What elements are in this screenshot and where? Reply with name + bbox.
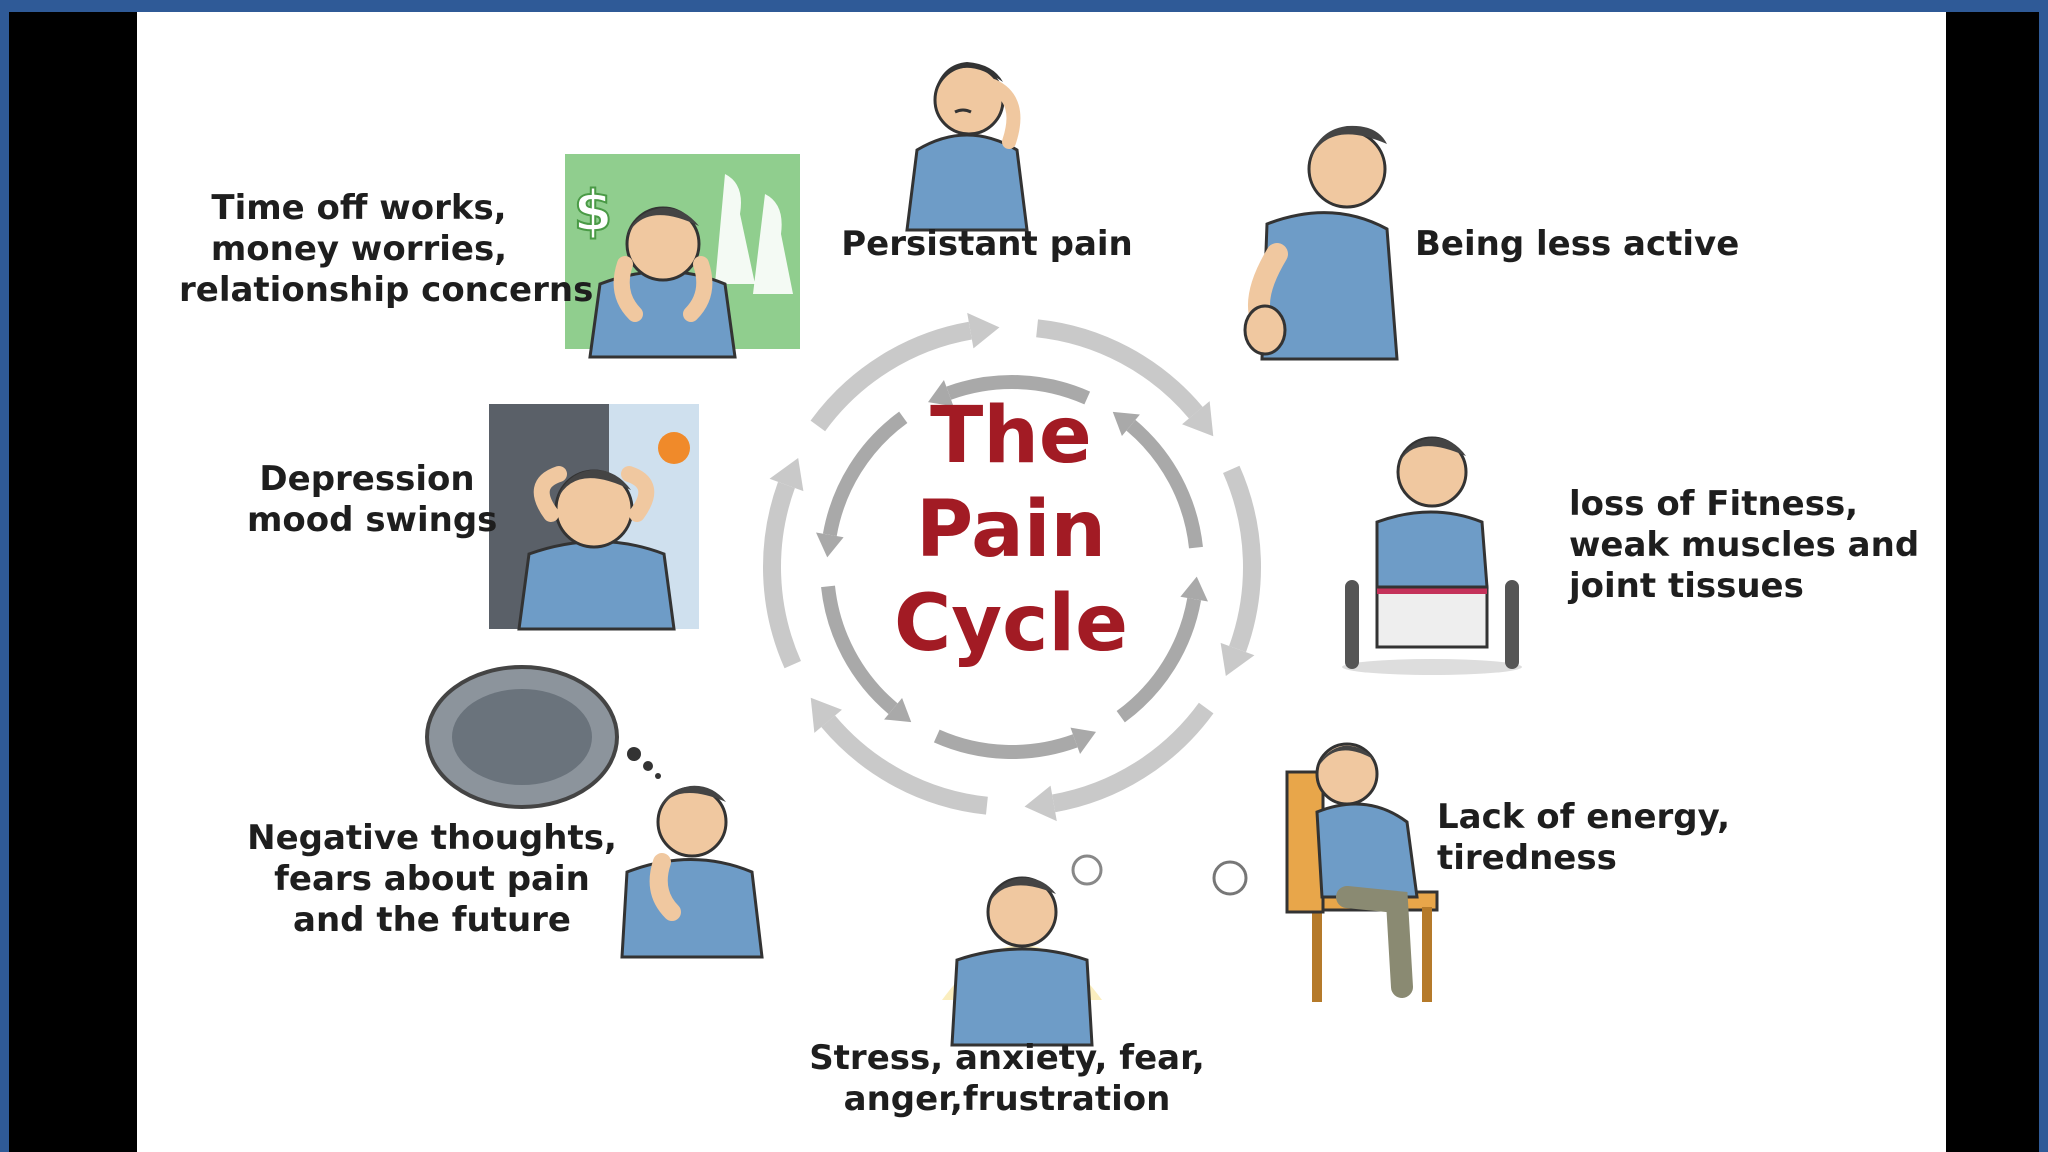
stage-stress: Stress, anxiety, fear, anger,frustration [797, 1038, 1217, 1120]
stage-label-line: Depression [247, 459, 487, 500]
stage-label-line: anger,frustration [797, 1079, 1217, 1120]
stage-label-line: money worries, [179, 229, 539, 270]
title-line: Pain [881, 483, 1141, 577]
outer-arrow [1054, 708, 1206, 803]
stage-label-line: mood swings [247, 500, 487, 541]
outer-arrow-head [1025, 786, 1057, 821]
stage-label-line: Persistant pain [837, 224, 1137, 265]
slide: $ The Pain Cycle Persistant pain Being l… [137, 12, 1946, 1152]
outer-arrow-head [967, 313, 999, 348]
pain-cycle-title: The Pain Cycle [881, 389, 1141, 671]
stage-label-line: Lack of energy, [1437, 797, 1730, 838]
stage-lack-of-energy: Lack of energy, tiredness [1437, 797, 1730, 879]
stage-label-line: Negative thoughts, [242, 818, 622, 859]
stage-label-line: Time off works, [179, 188, 539, 229]
svg-text:$: $ [574, 179, 613, 244]
stage-being-less-active: Being less active [1415, 224, 1739, 265]
stage-label-line: tiredness [1437, 838, 1730, 879]
depression-illustration [489, 404, 699, 629]
stage-depression: Depression mood swings [247, 459, 487, 541]
stage-negative-thoughts: Negative thoughts, fears about pain and … [242, 818, 622, 941]
stage-label-line: loss of Fitness, [1569, 484, 1919, 525]
dollar-sign-icon: $ [565, 176, 621, 242]
loss-of-fitness-illustration [1332, 412, 1532, 677]
outer-arrow [772, 485, 793, 665]
thought-bubble-icon [1210, 858, 1250, 898]
stress-illustration [922, 850, 1122, 1045]
inner-arrow-head [816, 532, 844, 557]
inner-arrow [937, 736, 1076, 752]
title-line: Cycle [881, 577, 1141, 671]
title-line: The [881, 389, 1141, 483]
stage-label-line: and the future [242, 900, 622, 941]
less-active-illustration [1237, 104, 1427, 359]
persistent-pain-illustration [897, 30, 1037, 230]
stage-label-line: joint tissues [1569, 566, 1919, 607]
outer-arrow [828, 721, 987, 805]
stage-label-line: Stress, anxiety, fear, [797, 1038, 1217, 1079]
stage-label-line: Being less active [1415, 224, 1739, 265]
stage-label-line: relationship concerns [179, 270, 539, 311]
outer-arrow [1231, 469, 1252, 649]
stage-time-off-work: Time off works, money worries, relations… [179, 188, 539, 311]
stage-label-line: weak muscles and [1569, 525, 1919, 566]
stage-label-line: fears about pain [242, 859, 622, 900]
inner-arrow-head [1180, 577, 1208, 602]
stage-loss-of-fitness: loss of Fitness, weak muscles and joint … [1569, 484, 1919, 607]
stage-persistent-pain: Persistant pain [837, 224, 1137, 265]
